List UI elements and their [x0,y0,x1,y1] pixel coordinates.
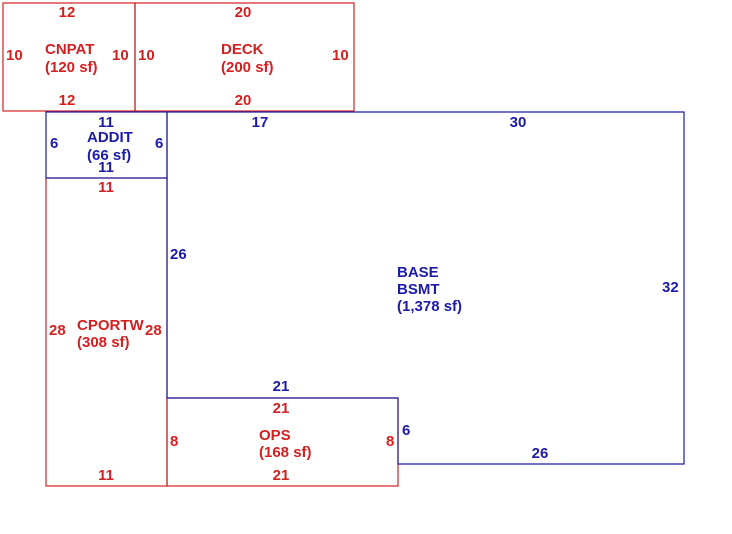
cnpat-dim-top: 12 [59,4,76,21]
base-dim-bottom: 26 [532,445,549,462]
ops-dim-left: 8 [170,433,178,450]
cportw-dim-bottom: 11 [98,467,114,484]
deck-dim-top: 20 [235,4,252,21]
cportw-label: CPORTW [77,317,145,334]
deck-outline [134,2,355,112]
cnpat-label: CNPAT [45,41,94,58]
base-dim-inner: 21 [273,378,290,395]
cnpat-dim-left: 10 [6,47,23,64]
base-dim-notch: 6 [402,422,410,439]
addit-dim-bottom: 11 [98,159,114,176]
addit-dim-left: 6 [50,135,58,152]
deck-area: (200 sf) [221,59,274,76]
deck-label: DECK [221,41,264,58]
base-area: (1,378 sf) [397,298,462,315]
cportw-dim-top: 11 [98,179,114,196]
base-dim-right: 32 [662,279,679,296]
deck-dim-bottom: 20 [235,92,252,109]
cnpat-dim-bottom: 12 [59,92,76,109]
cnpat-dim-right: 10 [112,47,129,64]
addit-dim-top: 11 [98,114,114,131]
cportw-dim-right: 28 [145,322,162,339]
ops-area: (168 sf) [259,444,312,461]
base-outline [166,111,685,465]
cportw-area: (308 sf) [77,334,130,351]
base-dim-left: 26 [170,246,187,263]
base-dim-top-b: 30 [510,114,527,131]
cnpat-area: (120 sf) [45,59,98,76]
base-dim-top-a: 17 [252,114,269,131]
deck-dim-left: 10 [138,47,155,64]
ops-dim-right: 8 [386,433,394,450]
addit-area: (66 sf) [87,147,131,164]
base-label: BASE [397,264,439,281]
addit-dim-right: 6 [155,135,163,152]
ops-dim-top: 21 [273,400,290,417]
ops-dim-bottom: 21 [273,467,290,484]
base-label-2: BSMT [397,281,440,298]
ops-label: OPS [259,427,291,444]
cportw-dim-left: 28 [49,322,66,339]
deck-dim-right: 10 [332,47,349,64]
addit-label: ADDIT [87,129,133,146]
